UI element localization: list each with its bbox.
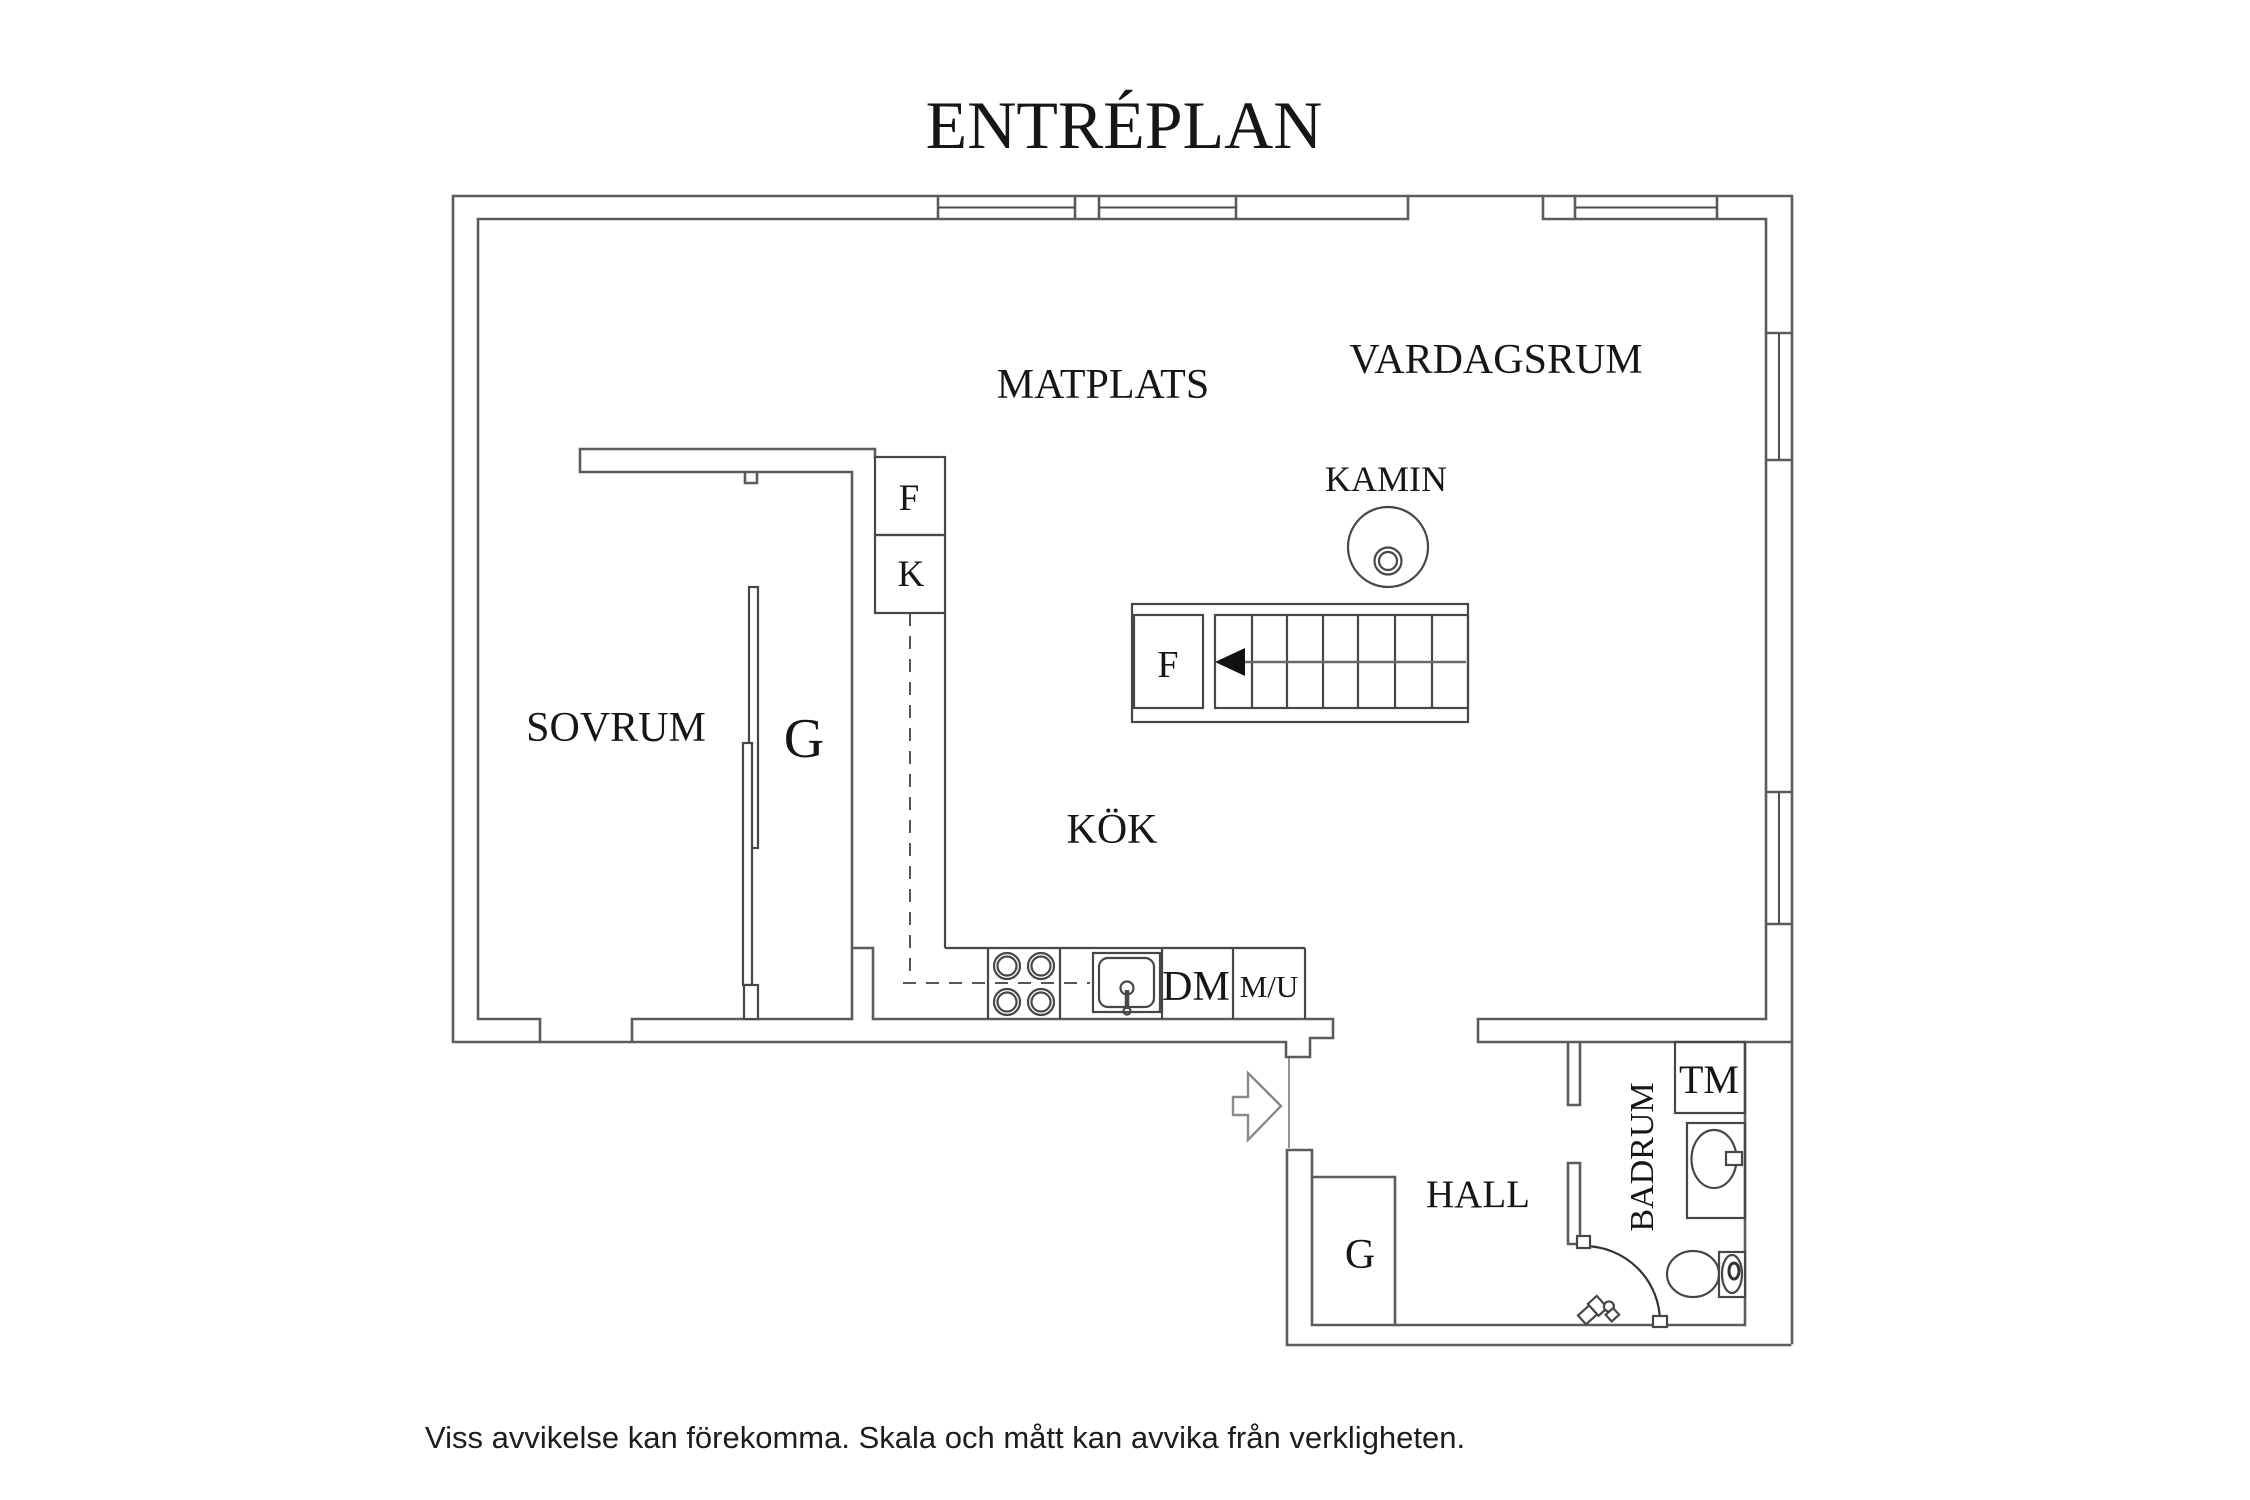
kitchen-sink-icon <box>1091 951 1162 1016</box>
room-label-sovrum: SOVRUM <box>526 705 706 751</box>
label-wardrobe-sovrum: G <box>784 708 824 770</box>
room-label-badrum: BADRUM <box>1624 1082 1661 1231</box>
hall-wardrobe <box>1310 1175 1397 1327</box>
room-label-matplats: MATPLATS <box>997 362 1209 408</box>
room-label-vardagsrum: VARDAGSRUM <box>1349 337 1642 383</box>
toilet-icon <box>1665 1249 1747 1299</box>
stairs-direction-arrow-icon <box>1215 648 1245 676</box>
washing-machine <box>1673 1040 1747 1115</box>
label-dishwasher: DM <box>1162 964 1230 1010</box>
room-label-kok: KÖK <box>1067 807 1158 853</box>
label-fridge: K <box>898 554 925 595</box>
label-micro-oven: M/U <box>1240 969 1299 1004</box>
staircase <box>1130 602 1470 724</box>
fireplace-icon <box>1346 505 1430 589</box>
room-label-kamin: KAMIN <box>1325 459 1447 499</box>
kitchen-counter <box>903 613 1307 1019</box>
disclaimer-text: Viss avvikelse kan förekomma. Skala och … <box>425 1420 1465 1455</box>
label-stairs-storage: F <box>1157 644 1178 686</box>
label-freezer: F <box>899 478 920 519</box>
page-title: ENTRÉPLAN <box>926 87 1323 163</box>
label-washer: TM <box>1679 1057 1739 1102</box>
label-wardrobe-hall: G <box>1345 1232 1375 1278</box>
entry-arrow-icon <box>1231 1058 1290 1148</box>
bathroom-door-arc <box>1575 1234 1669 1329</box>
room-label-hall: HALL <box>1426 1173 1530 1216</box>
washbasin-icon <box>1685 1121 1747 1220</box>
fridge-cabinet <box>873 533 947 615</box>
shower-mixer-icon <box>1576 1294 1621 1326</box>
sliding-door-panels <box>741 585 760 1021</box>
stove-burners-icon <box>992 951 1056 1017</box>
